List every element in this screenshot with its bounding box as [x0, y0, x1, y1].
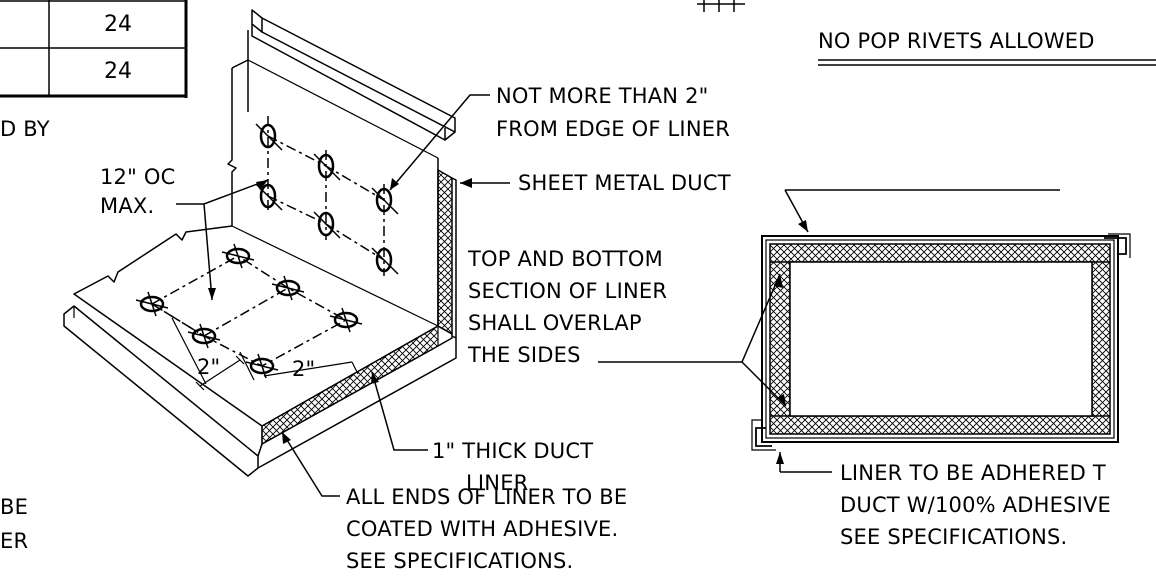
table-cell: 24	[104, 12, 132, 37]
duct-corner-isometric	[63, 9, 457, 477]
leader-lines	[176, 94, 510, 497]
weld-pin	[313, 153, 341, 181]
weld-pin	[135, 291, 169, 317]
callout-liner-thickness: LINER	[466, 471, 528, 495]
callout-spacing: 12" OC	[100, 165, 175, 189]
note-fragment: BE	[0, 495, 28, 519]
fastener-grid-floor	[150, 255, 348, 367]
schedule-table	[0, 0, 188, 98]
dimension-label-left: 2"	[197, 355, 220, 379]
weld-pin	[245, 353, 279, 379]
callout-adhered: LINER TO BE ADHERED T	[840, 461, 1106, 485]
weld-pin	[187, 323, 221, 349]
note-fragment: D BY	[0, 117, 50, 141]
callout-overlap: THE SIDES	[467, 343, 581, 367]
callout-overlap: TOP AND BOTTOM	[467, 247, 663, 271]
weld-pin	[313, 211, 341, 239]
callout-adhered: SEE SPECIFICATIONS.	[840, 525, 1067, 549]
callout-ends-coated: COATED WITH ADHESIVE.	[346, 517, 618, 541]
weld-pin	[271, 275, 305, 301]
weld-pin	[371, 187, 399, 215]
callout-liner-thickness: 1" THICK DUCT	[432, 439, 593, 463]
arrowheads	[208, 178, 472, 444]
dimension-label-right: 2"	[292, 357, 315, 381]
weld-pin	[371, 247, 399, 275]
duct-cross-section	[751, 233, 1131, 451]
callout-overlap: SHALL OVERLAP	[468, 311, 642, 335]
callout-ends-coated: SEE SPECIFICATIONS.	[346, 549, 573, 573]
note-fragment: ER	[0, 529, 28, 553]
callout-adhered: DUCT W/100% ADHESIVE	[840, 493, 1111, 517]
callout-edge-distance: FROM EDGE OF LINER	[496, 117, 730, 141]
weld-pin	[329, 307, 363, 333]
section-arrowheads	[774, 220, 808, 464]
weld-pin	[221, 243, 255, 269]
callout-spacing: MAX.	[100, 194, 154, 218]
callout-edge-distance: NOT MORE THAN 2"	[496, 84, 709, 108]
callout-ends-coated: ALL ENDS OF LINER TO BE	[346, 485, 627, 509]
no-pop-rivets-note: NO POP RIVETS ALLOWED	[818, 29, 1095, 53]
dimension-lines	[171, 317, 359, 391]
weld-pin	[255, 123, 283, 151]
table-cell: 24	[104, 59, 132, 84]
top-symbol-fragment	[697, 0, 745, 12]
callout-overlap: SECTION OF LINER	[468, 279, 667, 303]
callout-sheet-metal-duct: SHEET METAL DUCT	[518, 171, 731, 195]
